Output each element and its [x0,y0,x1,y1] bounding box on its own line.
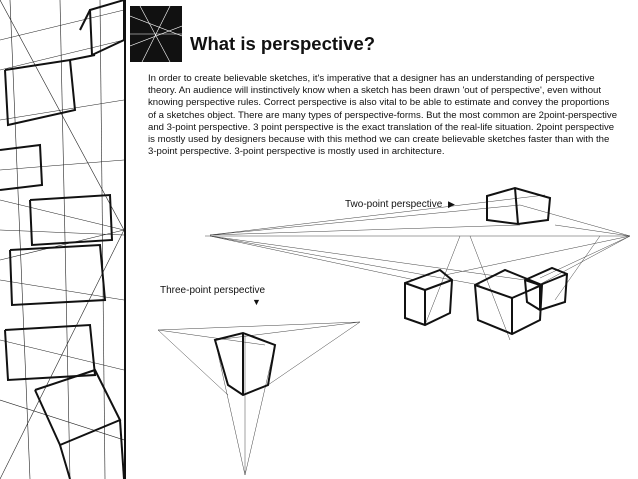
two-point-perspective-label: Two-point perspective [345,199,443,210]
body-paragraph: In order to create believable sketches, … [148,73,618,158]
right-triangle-arrow-icon: ▶ [448,199,455,209]
three-point-perspective-label: Three-point perspective [160,285,266,296]
perspective-boxes-sketch [0,0,124,479]
two-point-diagram [205,186,631,341]
three-point-diagram [157,321,361,476]
cube-sketch-icon [130,6,182,62]
down-triangle-arrow-icon: ▼ [252,297,261,307]
title-block-graphic [130,6,182,62]
page-title: What is perspective? [190,33,376,54]
left-sketch-panel [0,0,126,479]
